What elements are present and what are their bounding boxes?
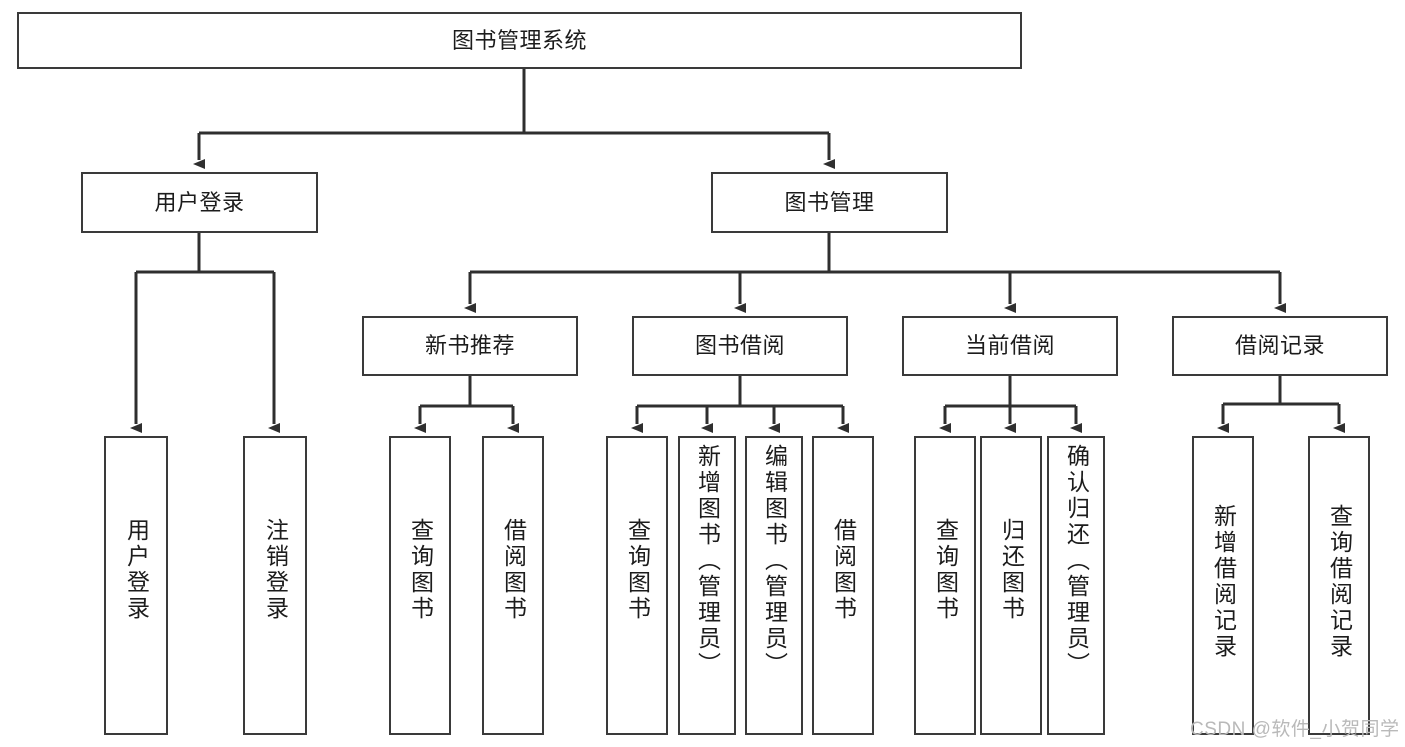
leaf-return-books[interactable]: 归还图书 <box>980 436 1042 735</box>
node-book-management[interactable]: 图书管理 <box>711 172 948 233</box>
node-current-borrowing[interactable]: 当前借阅 <box>902 316 1118 376</box>
node-label: 当前借阅 <box>964 333 1055 359</box>
leaf-logout[interactable]: 注销登录 <box>243 436 307 735</box>
leaf-borrow-books-borrowing[interactable]: 借阅图书 <box>812 436 874 735</box>
node-label: 图书管理 <box>784 189 875 215</box>
leaf-confirm-return-admin[interactable]: 确认归还（管理员） <box>1047 436 1105 735</box>
leaf-query-books-recommend[interactable]: 查询图书 <box>389 436 451 735</box>
node-label: 用户登录 <box>154 189 245 215</box>
node-new-book-recommendation[interactable]: 新书推荐 <box>362 316 578 376</box>
node-label: 借阅记录 <box>1234 333 1325 359</box>
watermark: CSDN @软件_小贺同学 <box>1190 719 1400 740</box>
leaf-query-books-borrowing[interactable]: 查询图书 <box>606 436 668 735</box>
node-label: 编辑图书（管理员） <box>761 444 788 678</box>
node-label: 查询图书 <box>407 518 434 622</box>
node-label: 借阅图书 <box>500 518 527 622</box>
node-label: 图书借阅 <box>694 333 785 359</box>
node-user-login[interactable]: 用户登录 <box>81 172 318 233</box>
node-label: 确认归还（管理员） <box>1063 444 1090 678</box>
node-label: 新增借阅记录 <box>1210 504 1237 660</box>
leaf-borrow-books-recommend[interactable]: 借阅图书 <box>482 436 544 735</box>
node-borrow-records[interactable]: 借阅记录 <box>1172 316 1388 376</box>
node-label: 新书推荐 <box>424 333 515 359</box>
node-book-borrowing[interactable]: 图书借阅 <box>632 316 848 376</box>
leaf-user-login[interactable]: 用户登录 <box>104 436 168 735</box>
leaf-query-borrow-record[interactable]: 查询借阅记录 <box>1308 436 1370 735</box>
node-label: 借阅图书 <box>830 518 857 622</box>
node-label: 归还图书 <box>998 518 1025 622</box>
leaf-edit-book-admin[interactable]: 编辑图书（管理员） <box>745 436 803 735</box>
leaf-add-borrow-record[interactable]: 新增借阅记录 <box>1192 436 1254 735</box>
node-book-management-system[interactable]: 图书管理系统 <box>17 12 1022 69</box>
node-label: 查询图书 <box>932 518 959 622</box>
node-label: 注销登录 <box>262 518 289 622</box>
node-label: 用户登录 <box>123 518 150 622</box>
leaf-add-book-admin[interactable]: 新增图书（管理员） <box>678 436 736 735</box>
node-label: 图书管理系统 <box>451 27 587 53</box>
leaf-query-books-current[interactable]: 查询图书 <box>914 436 976 735</box>
node-label: 查询图书 <box>624 518 651 622</box>
node-label: 查询借阅记录 <box>1326 504 1353 660</box>
node-label: 新增图书（管理员） <box>694 444 721 678</box>
